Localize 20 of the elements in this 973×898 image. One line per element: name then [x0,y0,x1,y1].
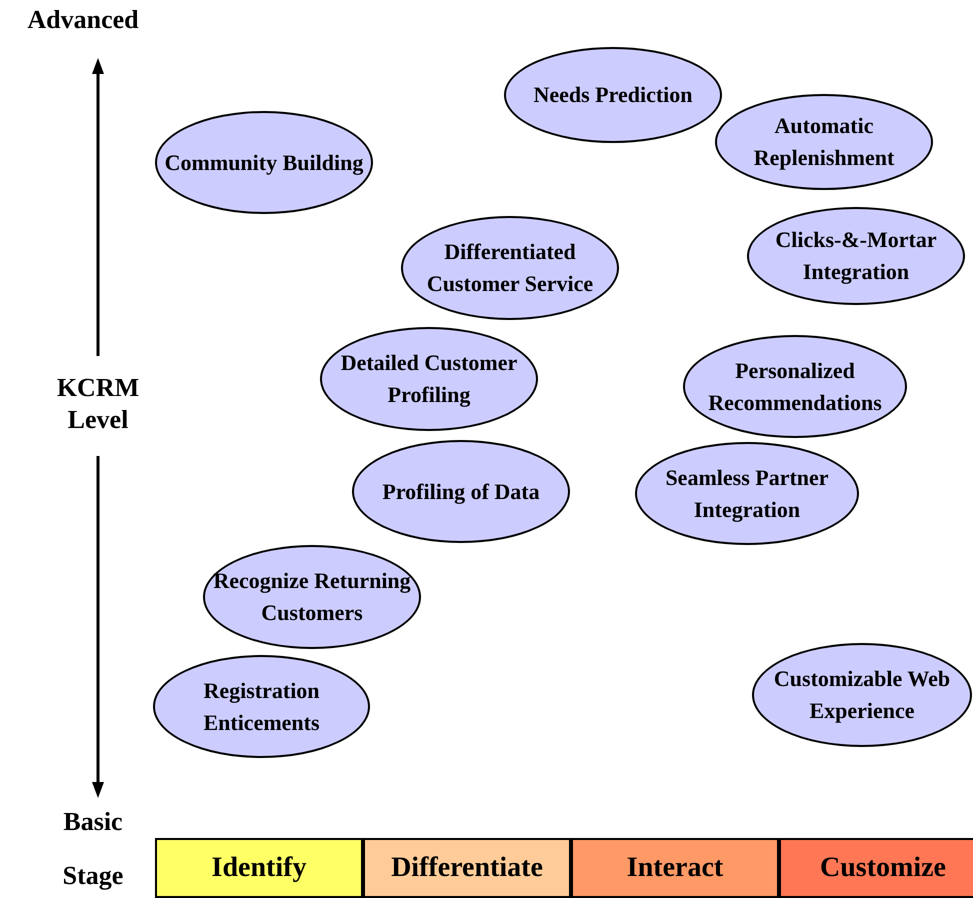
stage-cell: Differentiate [363,838,571,898]
axis-label: Basic [62,806,124,838]
feature-ellipse: Registration Enticements [153,655,370,758]
stage-cell: Identify [155,838,363,898]
axis-label: KCRM Level [56,372,140,436]
feature-ellipse: Differentiated Customer Service [401,216,619,320]
axis-label: Stage [62,860,124,892]
stage-cell: Interact [571,838,779,898]
feature-ellipse: Community Building [155,111,373,214]
feature-ellipse: Seamless Partner Integration [635,442,859,545]
feature-ellipse: Needs Prediction [504,47,722,143]
feature-ellipse: Customizable Web Experience [752,643,972,747]
feature-ellipse: Profiling of Data [352,440,570,543]
feature-ellipse: Detailed Customer Profiling [320,327,538,431]
feature-ellipse: Automatic Replenishment [715,94,933,190]
stage-cell: Customize [779,838,973,898]
feature-ellipse: Personalized Recommendations [683,335,907,438]
axis-label: Advanced [26,4,140,36]
feature-ellipse: Clicks-&-Mortar Integration [747,207,965,305]
feature-ellipse: Recognize Returning Customers [203,545,421,649]
